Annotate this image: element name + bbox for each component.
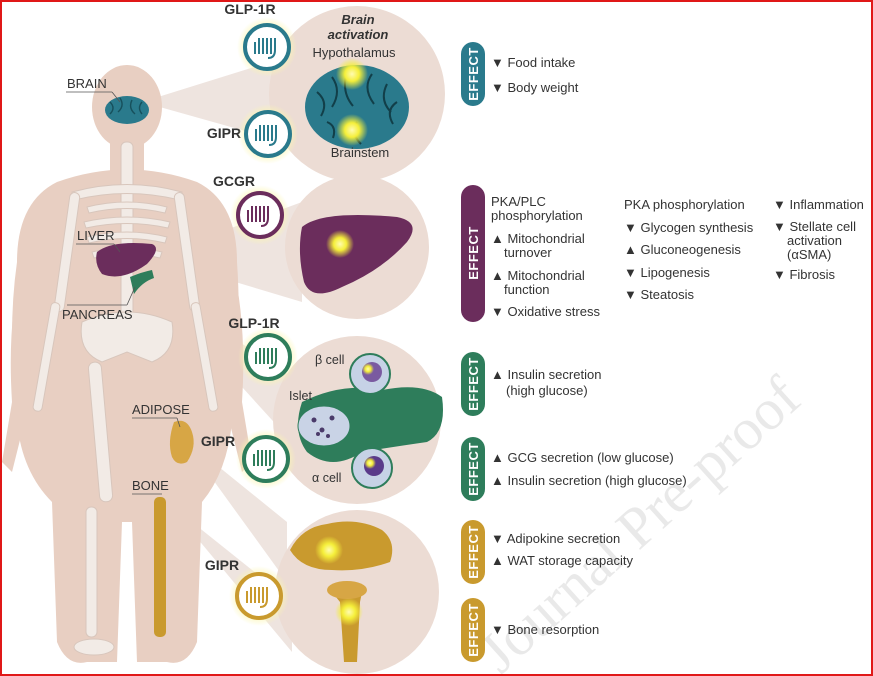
effect-texts: ▼ Food intake ▼ Body weight PKA/PLC phos… <box>491 55 864 637</box>
brain-activation-title-2: activation <box>328 27 389 42</box>
brain-icon <box>105 96 149 124</box>
hypothalamus-label: Hypothalamus <box>312 45 396 60</box>
effect-label-pancreas-glp1r: EFFECT <box>466 357 481 411</box>
effect-pill-pancreas-glp1r <box>461 352 485 416</box>
effect-pill-liver <box>461 185 485 322</box>
adipose-bone-panel-content <box>290 521 393 662</box>
effect-liver-c2-2: ▼ Glycogen synthesis <box>624 220 754 235</box>
effect-pill-bone <box>461 598 485 662</box>
receptor-label-brain-glp1r: GLP-1R <box>224 2 275 17</box>
organ-labels: BRAIN LIVER PANCREAS ADIPOSE BONE <box>62 76 190 495</box>
effect-pills: EFFECT EFFECT EFFECT EFFECT EFFECT EFFEC… <box>461 42 485 662</box>
liver-icon <box>96 243 156 277</box>
islet-illustration <box>297 405 351 447</box>
brain-illustration <box>305 65 409 149</box>
receptor-label-brain-gipr: GIPR <box>207 125 241 141</box>
receptor-label-liver-gcgr: GCGR <box>213 173 255 189</box>
receptor-label-adipose-gipr: GIPR <box>205 557 239 573</box>
effect-liver-c2-4: ▼ Lipogenesis <box>624 265 710 280</box>
bone-activation-dot <box>335 598 363 626</box>
organ-label-adipose: ADIPOSE <box>132 402 190 417</box>
effect-liver-c3-5: ▼ Fibrosis <box>773 267 835 282</box>
organ-label-pancreas: PANCREAS <box>62 307 133 322</box>
receptor-label-pancreas-gipr: GIPR <box>201 433 235 449</box>
effect-liver-c3-1: ▼ Inflammation <box>773 197 864 212</box>
effect-pancreas-gipr-1: ▲ GCG secretion (low glucose) <box>491 450 674 465</box>
effect-bone-1: ▼ Bone resorption <box>491 622 599 637</box>
bone-icon <box>154 497 166 637</box>
effect-pill-pancreas-gipr <box>461 437 485 501</box>
effect-label-bone: EFFECT <box>466 603 481 657</box>
effect-liver-c1-4: turnover <box>504 245 552 260</box>
effect-liver-c1-7: ▼ Oxidative stress <box>491 304 600 319</box>
islet-label: Islet <box>289 389 312 403</box>
effect-pill-adipose <box>461 520 485 584</box>
liver-panel-content <box>299 214 413 294</box>
effect-liver-c3-4: (αSMA) <box>787 247 831 262</box>
effect-liver-c2-3: ▲ Gluconeogenesis <box>624 242 741 257</box>
effect-liver-c2-5: ▼ Steatosis <box>624 287 694 302</box>
organ-label-brain: BRAIN <box>67 76 107 91</box>
organ-label-liver: LIVER <box>77 228 115 243</box>
brainstem-label: Brainstem <box>331 145 390 160</box>
effect-label-pancreas-gipr: EFFECT <box>466 442 481 496</box>
effect-liver-c1-3: ▲ Mitochondrial <box>491 231 585 246</box>
effect-label-liver: EFFECT <box>466 226 481 280</box>
effect-liver-c3-3: activation <box>787 233 842 248</box>
hypothalamus-activation-dot <box>336 58 368 90</box>
liver-activation-dot <box>326 230 354 258</box>
effect-pill-brain <box>461 42 485 106</box>
receptor-label-pancreas-glp1r: GLP-1R <box>228 315 279 331</box>
effect-liver-c3-2: ▼ Stellate cell <box>773 219 856 234</box>
brain-activation-title-1: Brain <box>341 12 374 27</box>
effect-liver-c1-6: function <box>504 282 550 297</box>
organ-label-bone: BONE <box>132 478 169 493</box>
effect-pancreas-glp1r-1: ▲ Insulin secretion <box>491 367 601 382</box>
effect-brain-1: ▼ Food intake <box>491 55 575 70</box>
brainstem-activation-dot <box>336 114 368 146</box>
effect-liver-c1-1: PKA/PLC <box>491 194 546 209</box>
beta-cell-label: β cell <box>315 353 344 367</box>
effect-adipose-1: ▼ Adipokine secretion <box>491 531 620 546</box>
effect-pancreas-glp1r-2: (high glucose) <box>506 383 588 398</box>
effect-pancreas-gipr-2: ▲ Insulin secretion (high glucose) <box>491 473 687 488</box>
pancreas-icon <box>130 270 154 294</box>
effect-liver-c1-5: ▲ Mitochondrial <box>491 268 585 283</box>
effect-adipose-2: ▲ WAT storage capacity <box>491 553 633 568</box>
brain-panel-content: Brain activation Hypothalamus Brainstem <box>305 12 409 160</box>
alpha-cell-label: α cell <box>312 471 341 485</box>
adipose-activation-dot <box>315 536 343 564</box>
effect-brain-2: ▼ Body weight <box>491 80 579 95</box>
receptor-badges: GLP-1R GIPR GCGR GLP-1R GIPR GIPR <box>201 2 298 626</box>
effect-label-adipose: EFFECT <box>466 525 481 579</box>
adipose-icon <box>169 420 194 464</box>
body-organs <box>96 96 194 637</box>
effect-liver-c2-1: PKA phosphorylation <box>624 197 745 212</box>
liver-illustration <box>299 214 413 294</box>
effect-liver-c1-2: phosphorylation <box>491 208 583 223</box>
effect-label-brain: EFFECT <box>466 47 481 101</box>
pancreas-panel-content: Islet β cell α cell <box>289 353 443 489</box>
